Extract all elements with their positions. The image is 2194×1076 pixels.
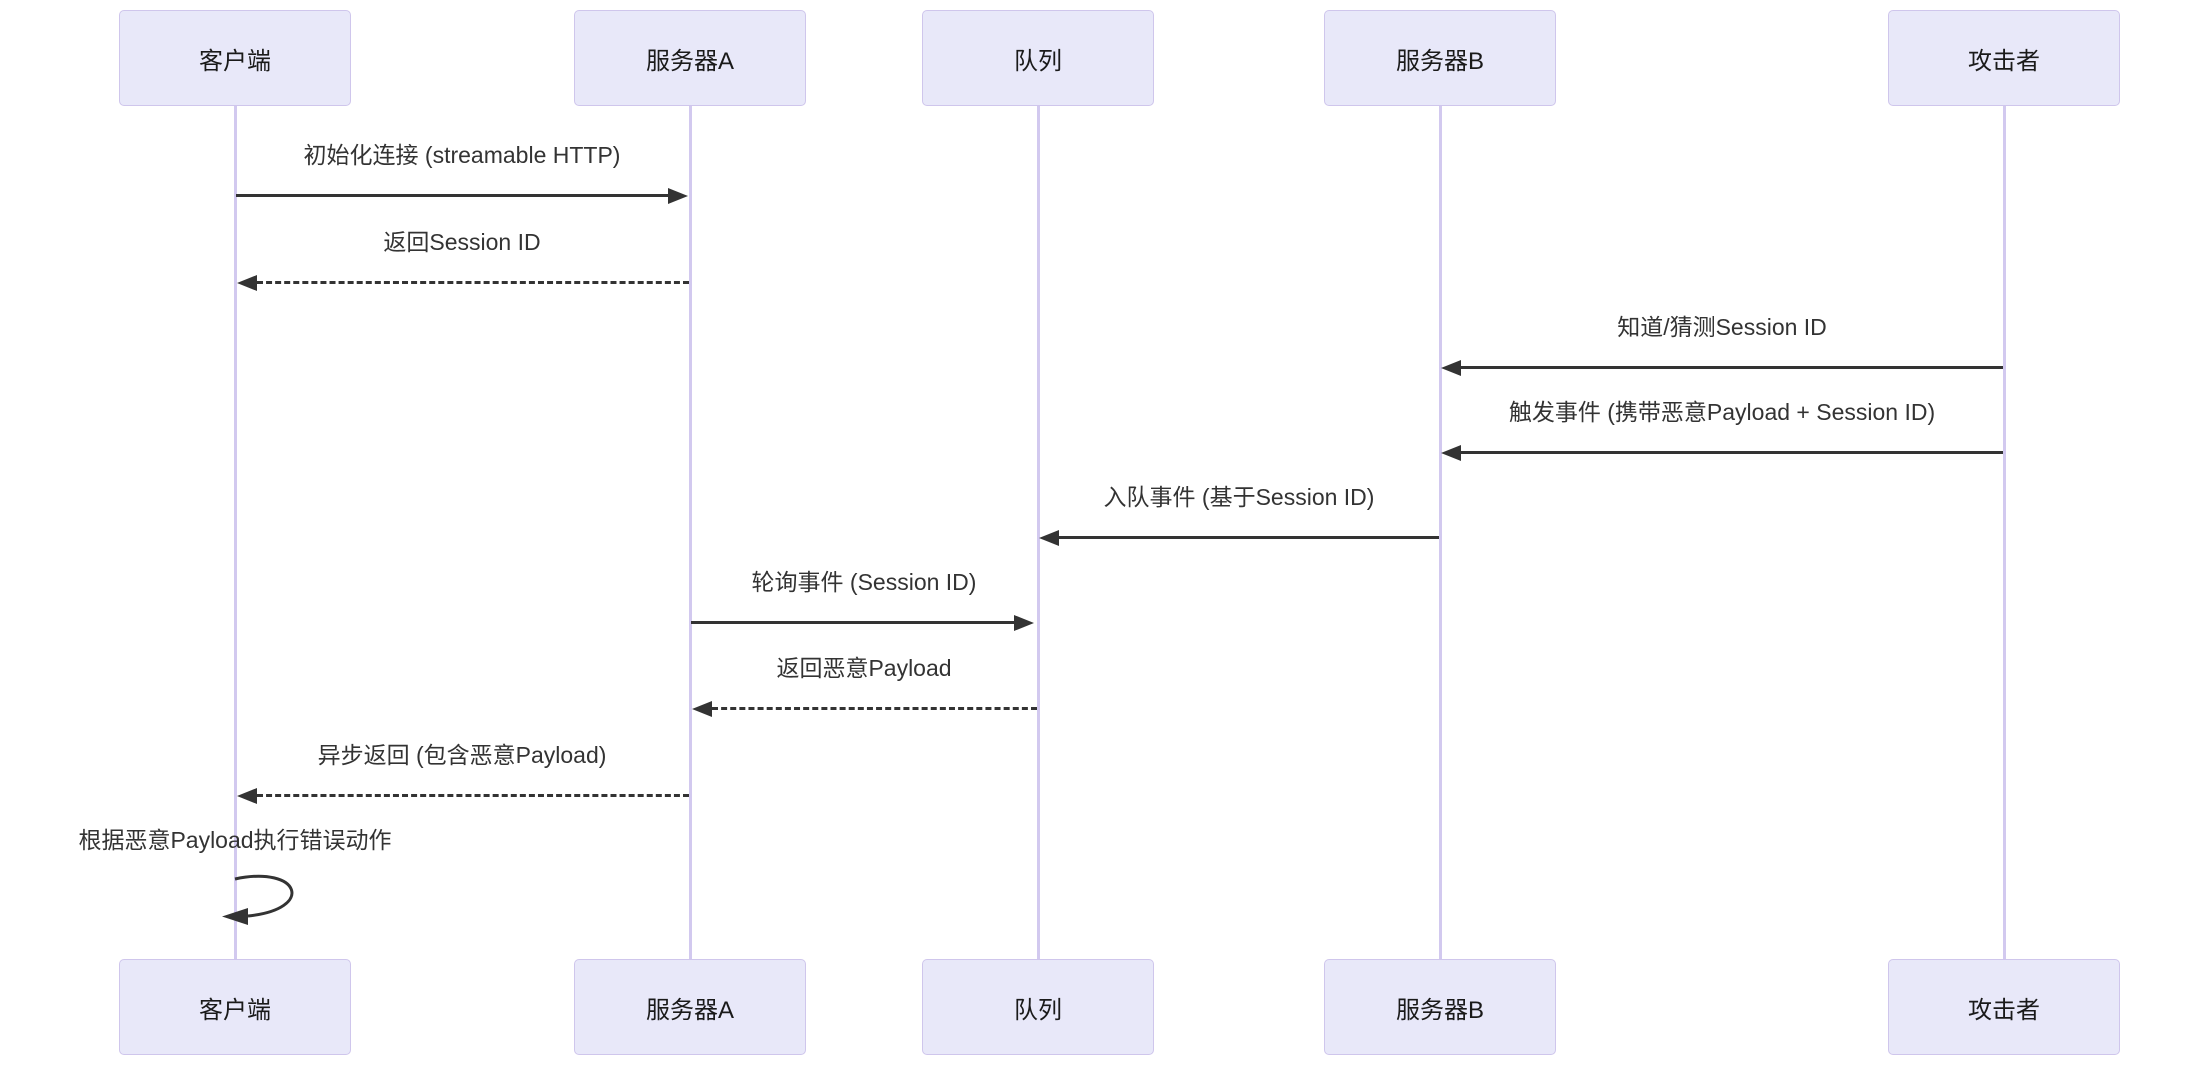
message-label: 轮询事件 (Session ID) [751,569,977,595]
message-arrow-line [257,281,689,284]
message-label: 触发事件 (携带恶意Payload + Session ID) [1508,399,1936,425]
self-loop-arrow [222,874,294,925]
message-arrow-line [236,194,672,197]
message-arrow-line [1461,451,2003,454]
actor-label: 服务器B [1395,996,1484,1024]
arrowhead-right-icon [1014,614,1034,631]
actor-box-server-b-bottom: 服务器B [1324,959,1556,1055]
arrowhead-left-icon [237,787,257,804]
message-label: 返回Session ID [383,229,541,255]
lifeline-queue [1036,106,1040,959]
actor-box-attacker-bottom: 攻击者 [1888,959,2120,1055]
arrowhead-left-icon [237,274,257,291]
message-label: 知道/猜测Session ID [1617,314,1827,340]
arrowhead-right-icon [668,187,688,204]
arrowhead-left-icon [1441,359,1461,376]
message-label: 入队事件 (基于Session ID) [1103,484,1375,510]
actor-label: 攻击者 [1968,996,2040,1024]
message-arrow-line [691,621,1016,624]
arrowhead-left-icon [1039,529,1059,546]
message-arrow-line [1461,366,2003,369]
actor-label: 队列 [1014,47,1062,75]
actor-box-client-top: 客户端 [119,10,351,106]
message-arrow-line [1059,536,1439,539]
lifeline-server-a [688,106,692,959]
message-label: 异步返回 (包含恶意Payload) [317,742,607,768]
message-label: 返回恶意Payload [776,655,952,681]
lifeline-server-b [1438,106,1442,959]
message-arrow-line [257,794,689,797]
actor-label: 服务器B [1395,47,1484,75]
actor-box-queue-bottom: 队列 [922,959,1154,1055]
actor-box-attacker-top: 攻击者 [1888,10,2120,106]
actor-label: 服务器A [645,47,734,75]
arrowhead-left-icon [692,700,712,717]
actor-box-server-a-bottom: 服务器A [574,959,806,1055]
message-label: 根据恶意Payload执行错误动作 [78,827,392,853]
actor-box-client-bottom: 客户端 [119,959,351,1055]
lifeline-attacker [2002,106,2006,959]
actor-label: 客户端 [199,47,271,75]
actor-box-server-a-top: 服务器A [574,10,806,106]
arrowhead-left-icon [1441,444,1461,461]
actor-label: 攻击者 [1968,47,2040,75]
message-label: 初始化连接 (streamable HTTP) [303,142,621,168]
actor-box-server-b-top: 服务器B [1324,10,1556,106]
lifeline-client [233,106,237,959]
actor-label: 客户端 [199,996,271,1024]
actor-label: 服务器A [645,996,734,1024]
actor-box-queue-top: 队列 [922,10,1154,106]
actor-label: 队列 [1014,996,1062,1024]
message-arrow-line [712,707,1037,710]
